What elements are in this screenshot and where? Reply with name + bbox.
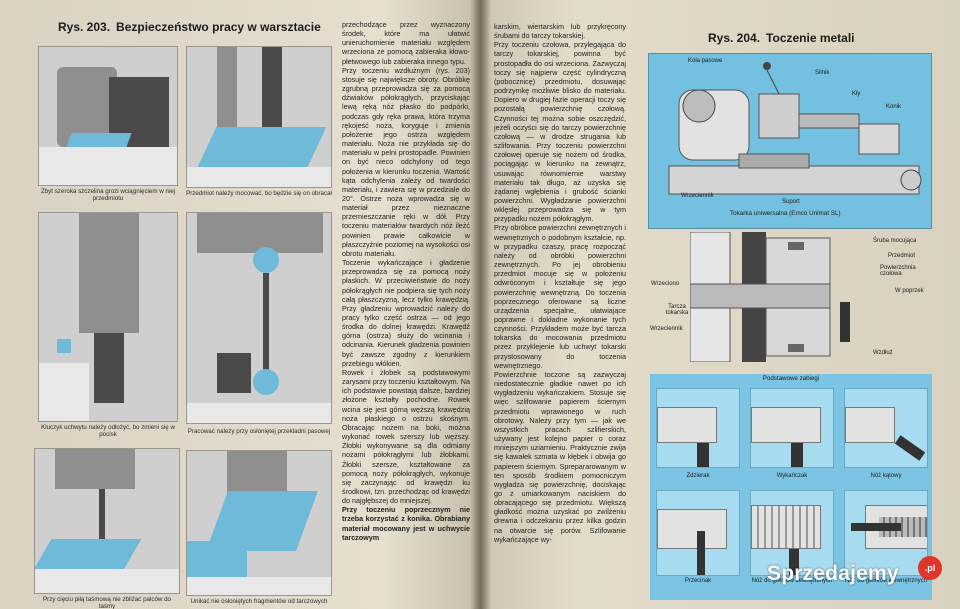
illustration-circular-saw — [186, 450, 332, 596]
faceplate-diagram — [689, 231, 880, 363]
figure-number: Rys. 204. — [708, 31, 761, 45]
label-headstock: Wrzeciennik — [681, 193, 714, 199]
caption-3: Kluczyk uchwytu należy odłożyć, bo zmien… — [41, 424, 175, 439]
tools-header: Podstawowe zabiegi — [762, 375, 820, 382]
watermark-badge: .pl — [918, 556, 942, 580]
caption-2: Przedmiot należy mocować, bo będzie się … — [186, 190, 332, 197]
illustration-belt-drive — [186, 212, 332, 424]
illustration-band-saw — [34, 448, 180, 594]
figure-203-title: Rys. 203. Bezpieczeństwo pracy w warsztac… — [58, 20, 321, 34]
caption-6: Unikać nie osłoniętych fragmentów od tar… — [190, 598, 328, 605]
label-across: W poprzek — [895, 288, 924, 294]
tool-label-internal-thread: Nóż do gwintów wewnętrznych — [844, 578, 928, 584]
paragraph: Przy toczeniu wzdłużnym (rys. 203) stosu… — [342, 65, 470, 258]
tool-label-angle: Nóż kątowy — [870, 473, 902, 479]
lathe-caption: Tokarka uniwersalna (Emco Unimat SL) — [730, 210, 841, 217]
label-faceplate: Tarcza tokarska — [665, 304, 689, 316]
lathe-illustration — [648, 53, 932, 229]
label-headstock-2: Wrzeciennik — [650, 326, 683, 332]
label-face: Powierzchnia czołowa — [880, 265, 916, 277]
tool-label-external-thread: Nóż do gwintów zewnętrznych — [751, 578, 833, 584]
illustration-chuck-key — [38, 212, 178, 422]
label-motor: Silnik — [815, 70, 830, 76]
tool-tile-parting — [656, 490, 740, 576]
label-spindle: Wrzeciono — [651, 281, 680, 287]
figure-number: Rys. 203. — [58, 20, 111, 34]
tool-tile-finishing — [750, 388, 834, 468]
lathe-drawing — [668, 62, 922, 195]
tool-label-roughing: Zdzierak — [686, 473, 710, 479]
paragraph: Przy toczeniu poprzecznym nie trzeba kor… — [342, 505, 470, 542]
paragraph: karskim, wiertarskim lub przykręcony śru… — [494, 22, 626, 41]
left-text-column: przechodzące przez wyznaczony środek, kt… — [342, 20, 470, 542]
tool-tile-external-thread — [750, 490, 834, 576]
caption-4: Pracować należy przy osłoniętej przekład… — [187, 428, 331, 435]
tools-panel: Podstawowe zabiegi Zdzierak Wykańczak Nó… — [650, 374, 932, 600]
caption-5: Przy cięciu piłą taśmową nie zbliżać pal… — [43, 596, 171, 609]
paragraph: Przy toczeniu czołowa, przylegająca do t… — [494, 40, 626, 224]
tool-label-finishing: Wykańczak — [776, 473, 808, 479]
illustration-drill-press — [186, 46, 332, 188]
paragraph: Powierzchnie toczone są zazwyczaj niedos… — [494, 369, 626, 544]
label-screw: Śruba mocująca — [873, 238, 917, 244]
figure-title-text: Toczenie metali — [766, 31, 855, 45]
right-page: karskim, wiertarskim lub przykręcony śru… — [482, 0, 960, 609]
label-workpiece: Przedmiot — [888, 253, 916, 259]
tool-label-parting: Przecinak — [684, 578, 712, 584]
label-belt-pulleys: Koła pasowe — [688, 58, 723, 64]
paragraph: przechodzące przez wyznaczony środek, kt… — [342, 20, 470, 66]
illustration-belt-sander — [38, 46, 178, 186]
book-gutter — [470, 0, 492, 609]
figure-204-title: Rys. 204. Toczenie metali — [708, 31, 855, 45]
tool-tile-roughing — [656, 388, 740, 468]
label-along: Wzdłuż — [873, 350, 893, 356]
left-page: Rys. 203. Bezpieczeństwo pracy w warsztac… — [0, 0, 478, 609]
label-centers: Kły — [852, 91, 861, 97]
right-text-column: karskim, wiertarskim lub przykręcony śru… — [494, 22, 626, 544]
label-carriage: Suport — [782, 199, 800, 205]
watermark-text: Sprzedajemy — [767, 562, 899, 585]
tool-tile-internal-thread — [844, 490, 928, 576]
label-tailstock: Konik — [886, 104, 902, 110]
figure-title-text: Bezpieczeństwo pracy w warsztacie — [116, 20, 321, 34]
paragraph: Przy obróbce powierzchni zewnętrznych i … — [494, 223, 626, 370]
caption-1: Zbyt szeroka szczelina grozi wciągnięcie… — [40, 188, 176, 203]
tool-tile-angle — [844, 388, 928, 468]
paragraph: Rowek i żłobek są podstawowymi zarysami … — [342, 367, 470, 506]
paragraph: Toczenie wykańczające i gładzenie przepr… — [342, 258, 470, 368]
